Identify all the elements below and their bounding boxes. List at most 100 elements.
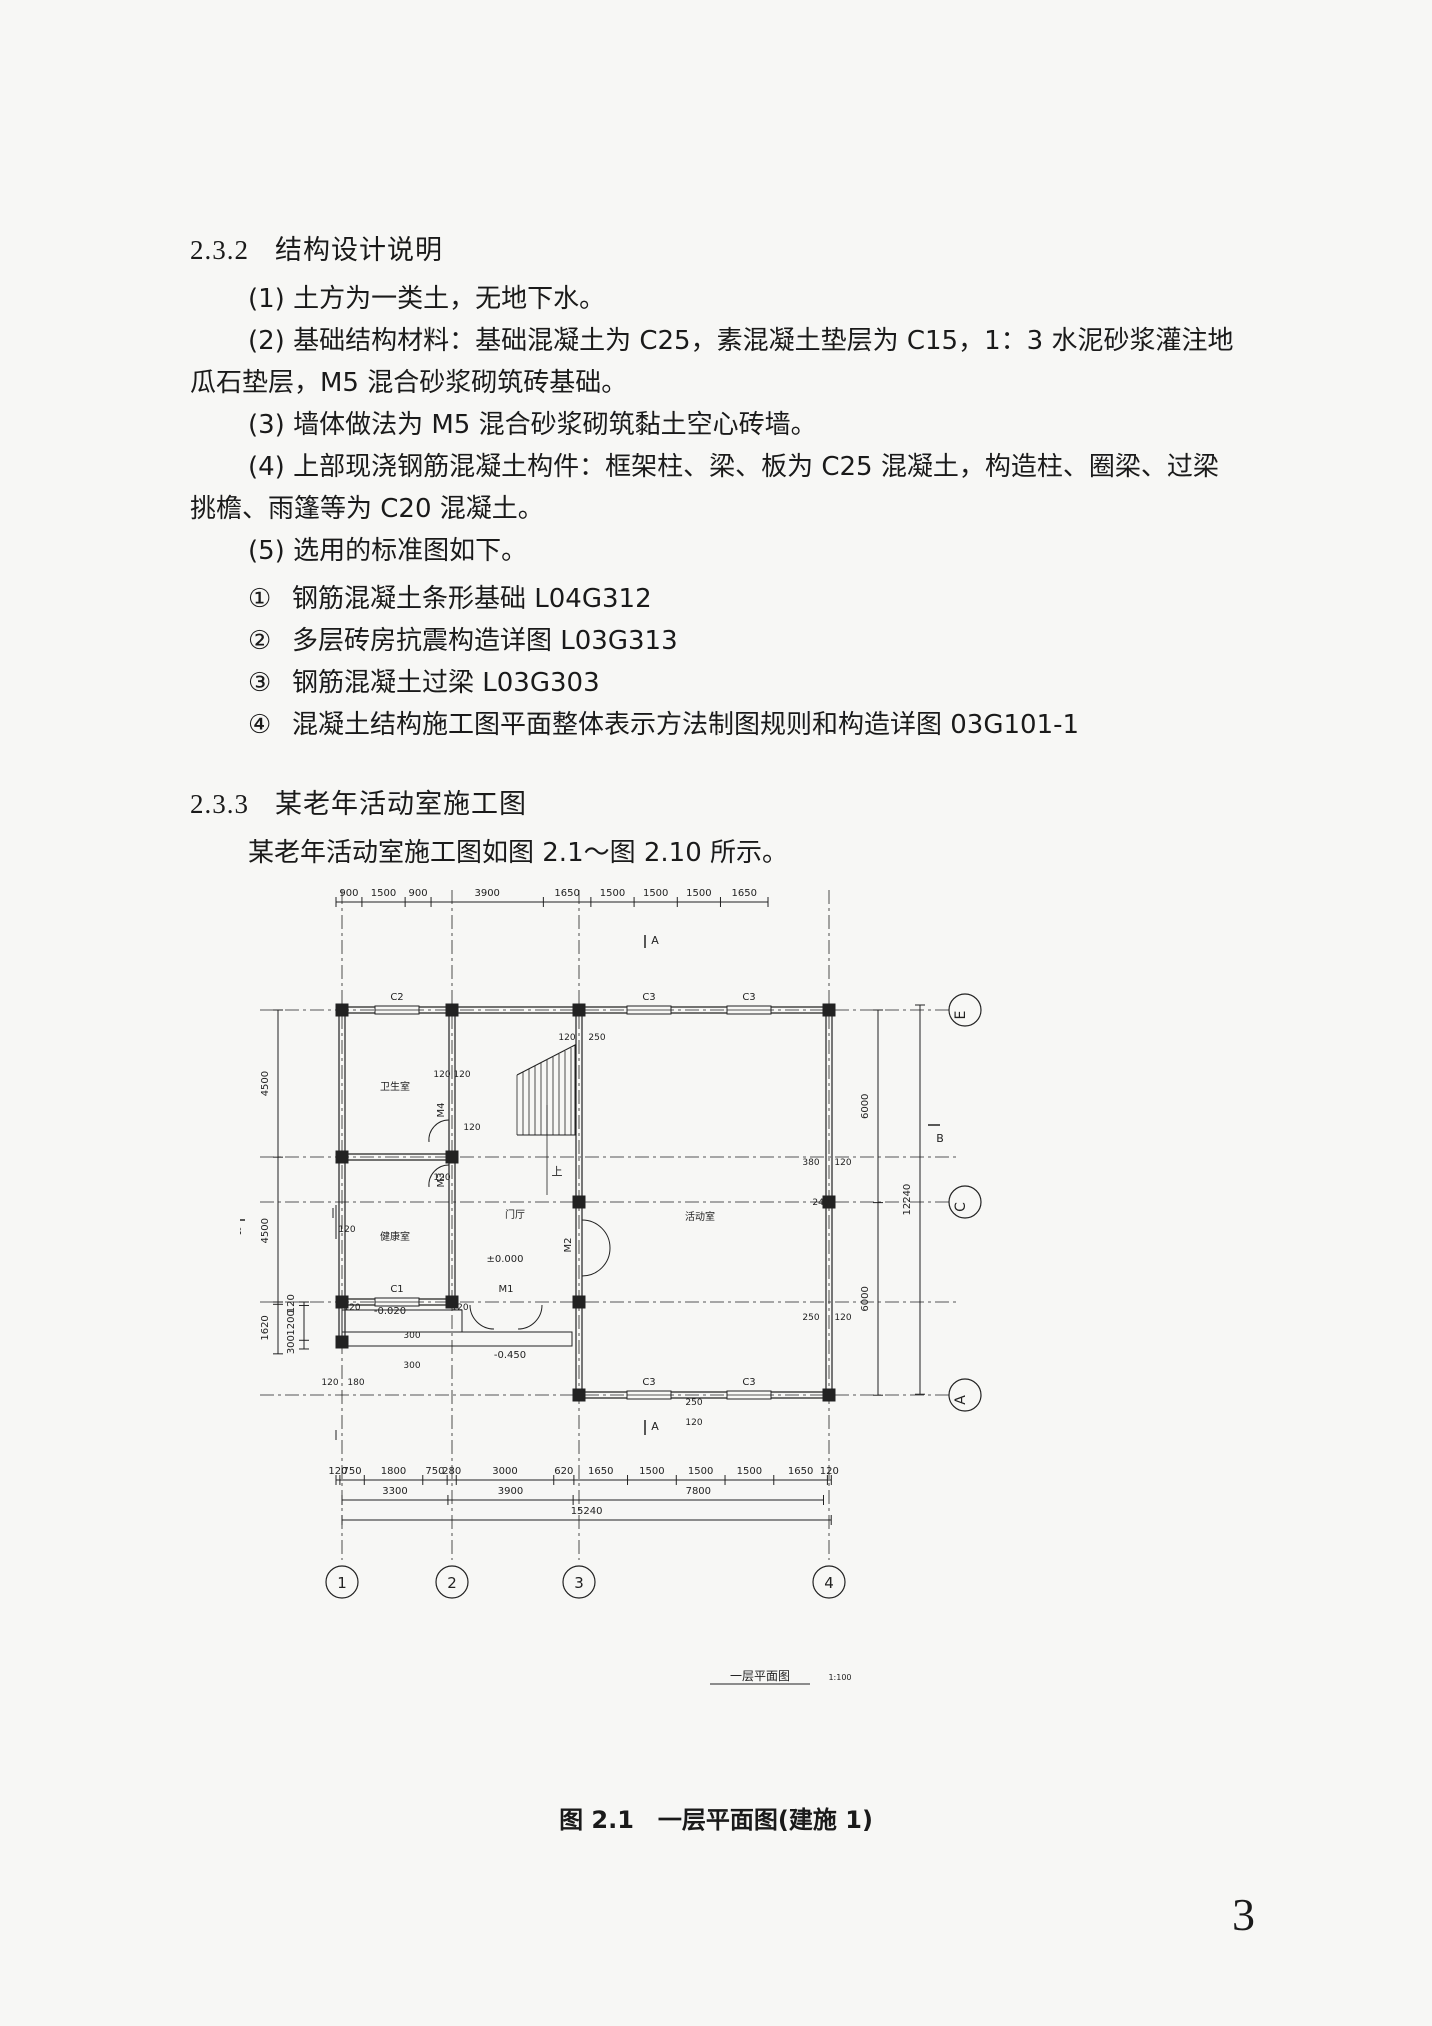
bottom-total-label: 15240 [571, 1506, 603, 1517]
top-dim-label: 1500 [686, 888, 711, 899]
column [572, 1195, 586, 1209]
column [572, 1003, 586, 1017]
left-dim-c-label: 300 [286, 1335, 297, 1354]
section-label-b-left: B [240, 1225, 242, 1238]
left-dim-b-label: 1620 [260, 1315, 271, 1340]
small-dim-label: 250 [588, 1033, 605, 1043]
section-number: 2.3.2 [190, 235, 249, 265]
intro-paragraph: 某老年活动室施工图如图 2.1～图 2.10 所示。 [248, 838, 789, 868]
small-dim-label: 120 [343, 1303, 360, 1313]
bottom-dim-2-label: 3900 [498, 1486, 523, 1497]
window-c3-4-label: C3 [742, 1377, 755, 1388]
axis-label-right: E [953, 1011, 969, 1020]
right-dim-label: 6000 [860, 1286, 871, 1311]
axis-bubble-right [948, 993, 982, 1027]
small-dim-label: 250 [802, 1313, 819, 1323]
bottom-dim-1-label: 750 [425, 1466, 444, 1477]
top-dim-label: 1500 [643, 888, 668, 899]
section-label-a-bot: A [651, 1420, 659, 1433]
top-dim-label: 1650 [732, 888, 757, 899]
left-dim-label: 4500 [260, 1071, 271, 1096]
small-dim-label: 120 [338, 1225, 355, 1235]
window-c2-label: C2 [390, 992, 403, 1003]
top-dim-label: 1500 [600, 888, 625, 899]
bottom-dim-1-label: 1650 [588, 1466, 613, 1477]
left-dim-c-label: 120 [286, 1294, 297, 1313]
window-c3-1-label: C3 [642, 992, 655, 1003]
door-label-m1: M1 [499, 1284, 514, 1295]
small-dim-label: 300 [403, 1331, 420, 1341]
door-label-m3: M3 [436, 1173, 447, 1188]
door-m2-arc [581, 1219, 611, 1277]
paragraph-3: (3) 墙体做法为 M5 混合砂浆砌筑黏土空心砖墙。 [248, 410, 817, 440]
axis-bubble-right [948, 1185, 982, 1219]
section-title: 某老年活动室施工图 [275, 789, 527, 820]
bottom-dim-1-label: 1650 [788, 1466, 813, 1477]
small-dim-label: 380 [802, 1158, 819, 1168]
room-label-activity: 活动室 [685, 1210, 715, 1223]
small-dim-label: 240 [812, 1198, 829, 1208]
plan-scale: 1:100 [828, 1673, 851, 1682]
right-total-label: 12240 [902, 1184, 913, 1216]
small-dim-label: 120 [451, 1303, 468, 1313]
small-dim-label: 120 [834, 1158, 851, 1168]
top-dim-label: 1500 [371, 888, 396, 899]
axis-label-bottom: 4 [824, 1574, 834, 1592]
paragraph-4: (4) 上部现浇钢筋混凝土构件：框架柱、梁、板为 C25 混凝土，构造柱、圈梁、… [248, 452, 1219, 482]
left-dim-label: 4500 [260, 1218, 271, 1243]
page-number: 3 [1232, 1889, 1255, 1940]
bottom-dim-1-label: 1800 [381, 1466, 406, 1477]
small-dim-label: 120 [433, 1173, 450, 1183]
bottom-dim-1-label: 1500 [688, 1466, 713, 1477]
stair-outline [516, 1044, 576, 1136]
right-dim-label: 6000 [860, 1094, 871, 1119]
axis-bubble-right [948, 1378, 982, 1412]
room-label-toilet: 卫生室 [380, 1080, 410, 1093]
column [822, 1388, 836, 1402]
bottom-dim-1-label: 1500 [737, 1466, 762, 1477]
column [445, 1150, 459, 1164]
bottom-dim-2-label: 7800 [686, 1486, 711, 1497]
small-dim-label: 120 [834, 1313, 851, 1323]
small-dim-label: 180 [347, 1378, 364, 1388]
level-1: -0.020 [374, 1306, 406, 1317]
stair-up-label: 上 [552, 1165, 563, 1178]
entrance-step-2 [341, 1331, 573, 1347]
paragraph-2: (2) 基础结构材料：基础混凝土为 C25，素混凝土垫层为 C15，1：3 水泥… [248, 326, 1234, 356]
section-label-a-top: A [651, 934, 659, 947]
axis-label-right: A [953, 1395, 969, 1405]
axis-bubble-bottom [562, 1565, 596, 1599]
top-dim-label: 1650 [554, 888, 579, 899]
window-c3-3-label: C3 [642, 1377, 655, 1388]
paragraph-2-cont: 瓜石垫层，M5 混合砂浆砌筑砖基础。 [190, 368, 628, 398]
figure-caption: 图 2.1 一层平面图(建施 1) [559, 1806, 873, 1834]
small-dim-label: 120 [321, 1378, 338, 1388]
door-m4-arc [428, 1119, 450, 1143]
axis-label-bottom: 1 [337, 1574, 347, 1592]
axis-label-right: C [953, 1202, 969, 1212]
column [822, 1195, 836, 1209]
column [572, 1295, 586, 1309]
small-dim-label: 120 [685, 1418, 702, 1428]
column [335, 1003, 349, 1017]
top-dim-label: 3900 [474, 888, 499, 899]
column [335, 1150, 349, 1164]
door-m3-arc [428, 1164, 450, 1188]
small-dim-label: 120 [453, 1070, 470, 1080]
door-m1-arc [469, 1304, 543, 1330]
top-dim-label: 900 [339, 888, 358, 899]
room-label-hall: 门厅 [505, 1208, 525, 1221]
axis-label-bottom: 2 [447, 1574, 457, 1592]
column [445, 1003, 459, 1017]
column [335, 1295, 349, 1309]
bottom-dim-1-label: 1500 [639, 1466, 664, 1477]
column [572, 1388, 586, 1402]
small-dim-label: 120 [433, 1070, 450, 1080]
section-label-b-right: B [936, 1132, 944, 1145]
section-title: 结构设计说明 [275, 235, 443, 266]
small-dim-label: 250 [685, 1398, 702, 1408]
